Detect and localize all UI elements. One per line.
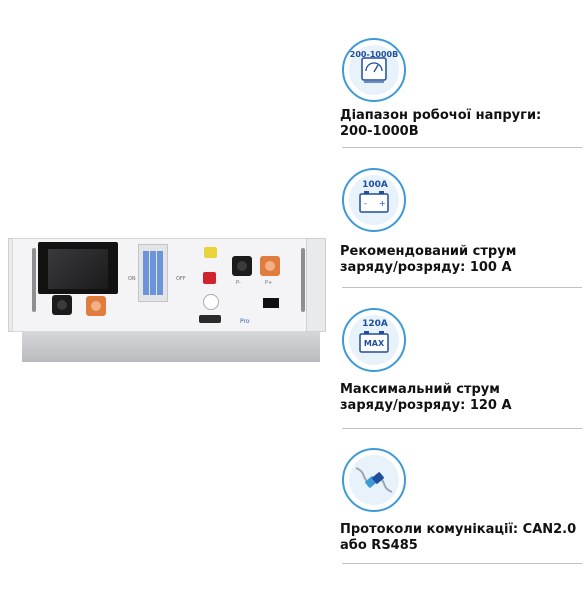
feature-protocols: Протоколи комунікації: CAN2.0 або RS485 — [338, 444, 586, 564]
svg-text:-: - — [364, 199, 367, 208]
brand-label: Pro — [240, 318, 250, 325]
feature-title: Діапазон робочої напруги: 200-1000В — [340, 108, 542, 139]
switch-off-label: OFF — [176, 276, 186, 282]
terminal-pos-label: P+ — [265, 280, 273, 286]
feature-recommended-current: - + 100А Рекомендований струм заряду/роз… — [338, 164, 586, 284]
feature-max-current: 120А MAX Максимальний струм заряду/розря… — [338, 306, 586, 426]
positive-terminal-2 — [86, 296, 106, 316]
feature-title: Протоколи комунікації: CAN2.0 або RS485 — [340, 522, 577, 553]
handle-left — [32, 248, 36, 312]
max-label: MAX — [363, 339, 385, 348]
voltage-badge: 200-1000В — [349, 50, 399, 59]
plug-connection-icon — [342, 448, 406, 512]
rack-ear-right — [306, 238, 326, 332]
max-current-badge: 120А — [362, 319, 388, 329]
terminal-neg-label: P- — [236, 280, 241, 286]
battery-icon: - + 100А — [342, 168, 406, 232]
voltmeter-icon: 200-1000В — [342, 38, 406, 102]
circuit-breaker — [138, 244, 168, 302]
current-badge: 100А — [362, 180, 388, 190]
svg-text:+: + — [379, 199, 386, 208]
divider — [342, 287, 582, 288]
feature-title: Максимальний струм заряду/розряду: 120 А — [340, 382, 512, 413]
yellow-button — [204, 247, 217, 258]
power-button — [203, 294, 219, 310]
handle-right — [301, 248, 305, 312]
negative-terminal-2 — [52, 295, 72, 315]
divider — [342, 147, 582, 148]
positive-terminal — [260, 256, 280, 276]
switch-on-label: ON — [128, 276, 136, 282]
rj45-port — [263, 298, 279, 308]
display-glass — [48, 249, 108, 289]
feature-title: Рекомендований струм заряду/розряду: 100… — [340, 244, 517, 275]
dsub-port — [199, 315, 221, 323]
rack-chassis — [22, 328, 320, 362]
negative-terminal — [232, 256, 252, 276]
feature-voltage: 200-1000В Діапазон робочої напруги: 200-… — [338, 32, 586, 142]
divider — [342, 563, 582, 564]
battery-module-image: ON OFF P- P+ Pro — [0, 232, 330, 372]
red-button — [203, 272, 216, 284]
battery-max-icon: 120А MAX — [342, 308, 406, 372]
divider — [342, 428, 582, 429]
